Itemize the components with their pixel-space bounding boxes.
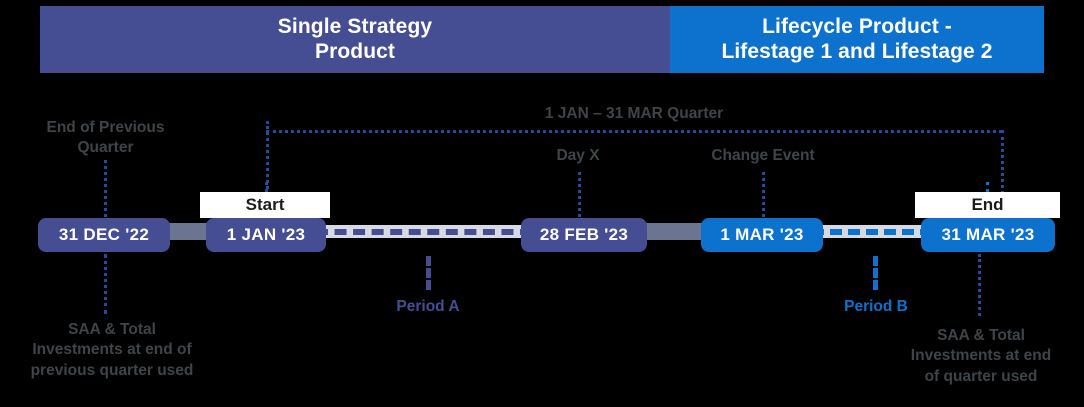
quarter-bracket-left-line xyxy=(266,121,269,230)
milestone-28-feb-23[interactable]: 28 FEB '23 xyxy=(521,218,647,252)
end-of-previous-quarter-guide-line-lower xyxy=(104,254,107,314)
header-banner: Single Strategy Product Lifecycle Produc… xyxy=(40,6,1044,73)
label-end-of-previous-quarter: End of Previous Quarter xyxy=(46,119,165,157)
end-of-previous-quarter-guide-line xyxy=(104,160,107,217)
start-caption-guide-line xyxy=(265,182,268,192)
period-a-tick xyxy=(426,256,431,290)
label-quarter-span: 1 JAN – 31 MAR Quarter xyxy=(544,105,724,122)
label-saa-end-of-quarter: SAA & Total Investments at end of quarte… xyxy=(910,327,1052,385)
milestone-31-mar-23[interactable]: 31 MAR '23 xyxy=(921,218,1055,252)
day-x-guide-line xyxy=(578,172,581,217)
dashed-rail-period-b xyxy=(812,225,932,238)
label-period-a: Period A xyxy=(396,298,460,315)
quarter-bracket-top-line xyxy=(266,130,1002,133)
milestone-1-jan-23[interactable]: 1 JAN '23 xyxy=(206,218,326,252)
header-segment-single-strategy-product: Single Strategy Product xyxy=(40,6,670,73)
header-segment-lifecycle-product: Lifecycle Product - Lifestage 1 and Life… xyxy=(670,6,1044,73)
label-day-x: Day X xyxy=(556,147,600,164)
change-event-guide-line xyxy=(762,172,765,217)
caption-start: Start xyxy=(200,192,330,218)
quarter-bracket-right-line xyxy=(1001,130,1004,230)
label-period-b: Period B xyxy=(844,298,908,315)
label-change-event: Change Event xyxy=(711,147,815,164)
milestone-31-dec-22[interactable]: 31 DEC '22 xyxy=(38,218,170,252)
end-caption-guide-line xyxy=(986,182,989,192)
connector-dec-to-jan xyxy=(160,223,216,240)
dash-inner-period-a xyxy=(316,229,532,235)
dash-inner-period-b xyxy=(812,229,932,235)
caption-end: End xyxy=(915,192,1060,218)
end-of-quarter-guide-line-lower xyxy=(978,254,981,316)
dashed-rail-period-a xyxy=(316,225,532,238)
label-saa-previous-quarter: SAA & Total Investments at end of previo… xyxy=(30,321,194,379)
connector-feb-to-mar xyxy=(636,223,710,240)
milestone-1-mar-23[interactable]: 1 MAR '23 xyxy=(701,218,823,252)
period-b-tick xyxy=(873,256,878,290)
